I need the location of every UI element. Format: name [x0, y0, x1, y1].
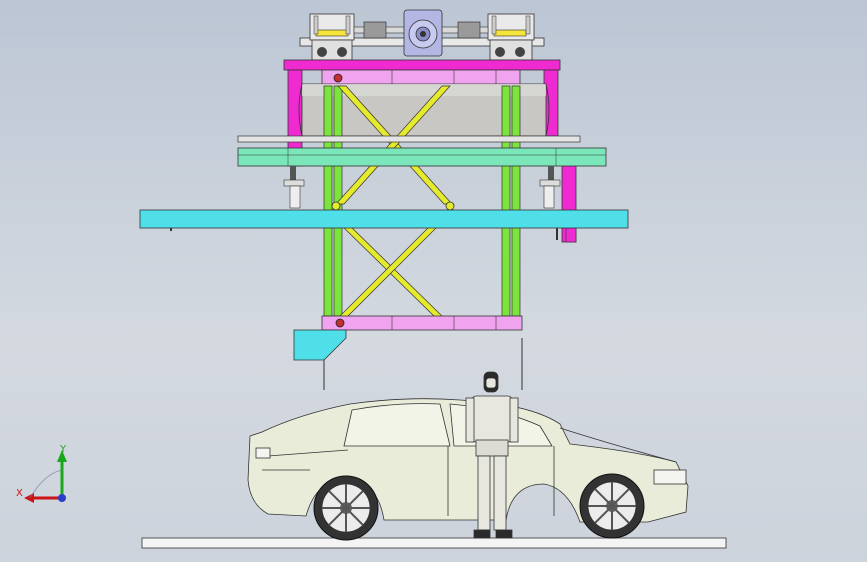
axis-triad: Y X: [16, 444, 67, 503]
scissor-pin-icon: [331, 201, 341, 211]
pallet-beam: [139, 209, 629, 229]
side-rail: [237, 135, 581, 143]
right-roller-assembly: [539, 166, 561, 209]
human-figure: [465, 371, 519, 539]
front-wheel: [579, 473, 645, 539]
vehicle-platform: [237, 147, 607, 167]
lower-carriage: [321, 315, 523, 331]
upper-scissor: [335, 85, 453, 205]
drive-unit: [299, 9, 545, 61]
x-axis-label: X: [16, 488, 23, 499]
right-bearing-block: [487, 13, 535, 61]
z-axis-icon: [58, 494, 66, 502]
upper-pivot-icon: [333, 73, 343, 83]
lower-pivot-icon: [335, 318, 345, 328]
left-roller-assembly: [283, 166, 305, 209]
lower-scissor: [337, 221, 445, 319]
left-coupling: [363, 21, 387, 39]
ground-plate: [141, 537, 727, 549]
top-beam: [283, 59, 561, 71]
upper-carriage: [321, 69, 521, 87]
left-bearing-block: [309, 13, 355, 61]
scissor-pin-icon: [445, 201, 455, 211]
y-axis-label: Y: [59, 444, 67, 455]
rear-wheel: [313, 475, 379, 541]
right-coupling: [457, 21, 481, 39]
lift-bracket: [293, 329, 347, 361]
gear-motor: [403, 9, 443, 57]
